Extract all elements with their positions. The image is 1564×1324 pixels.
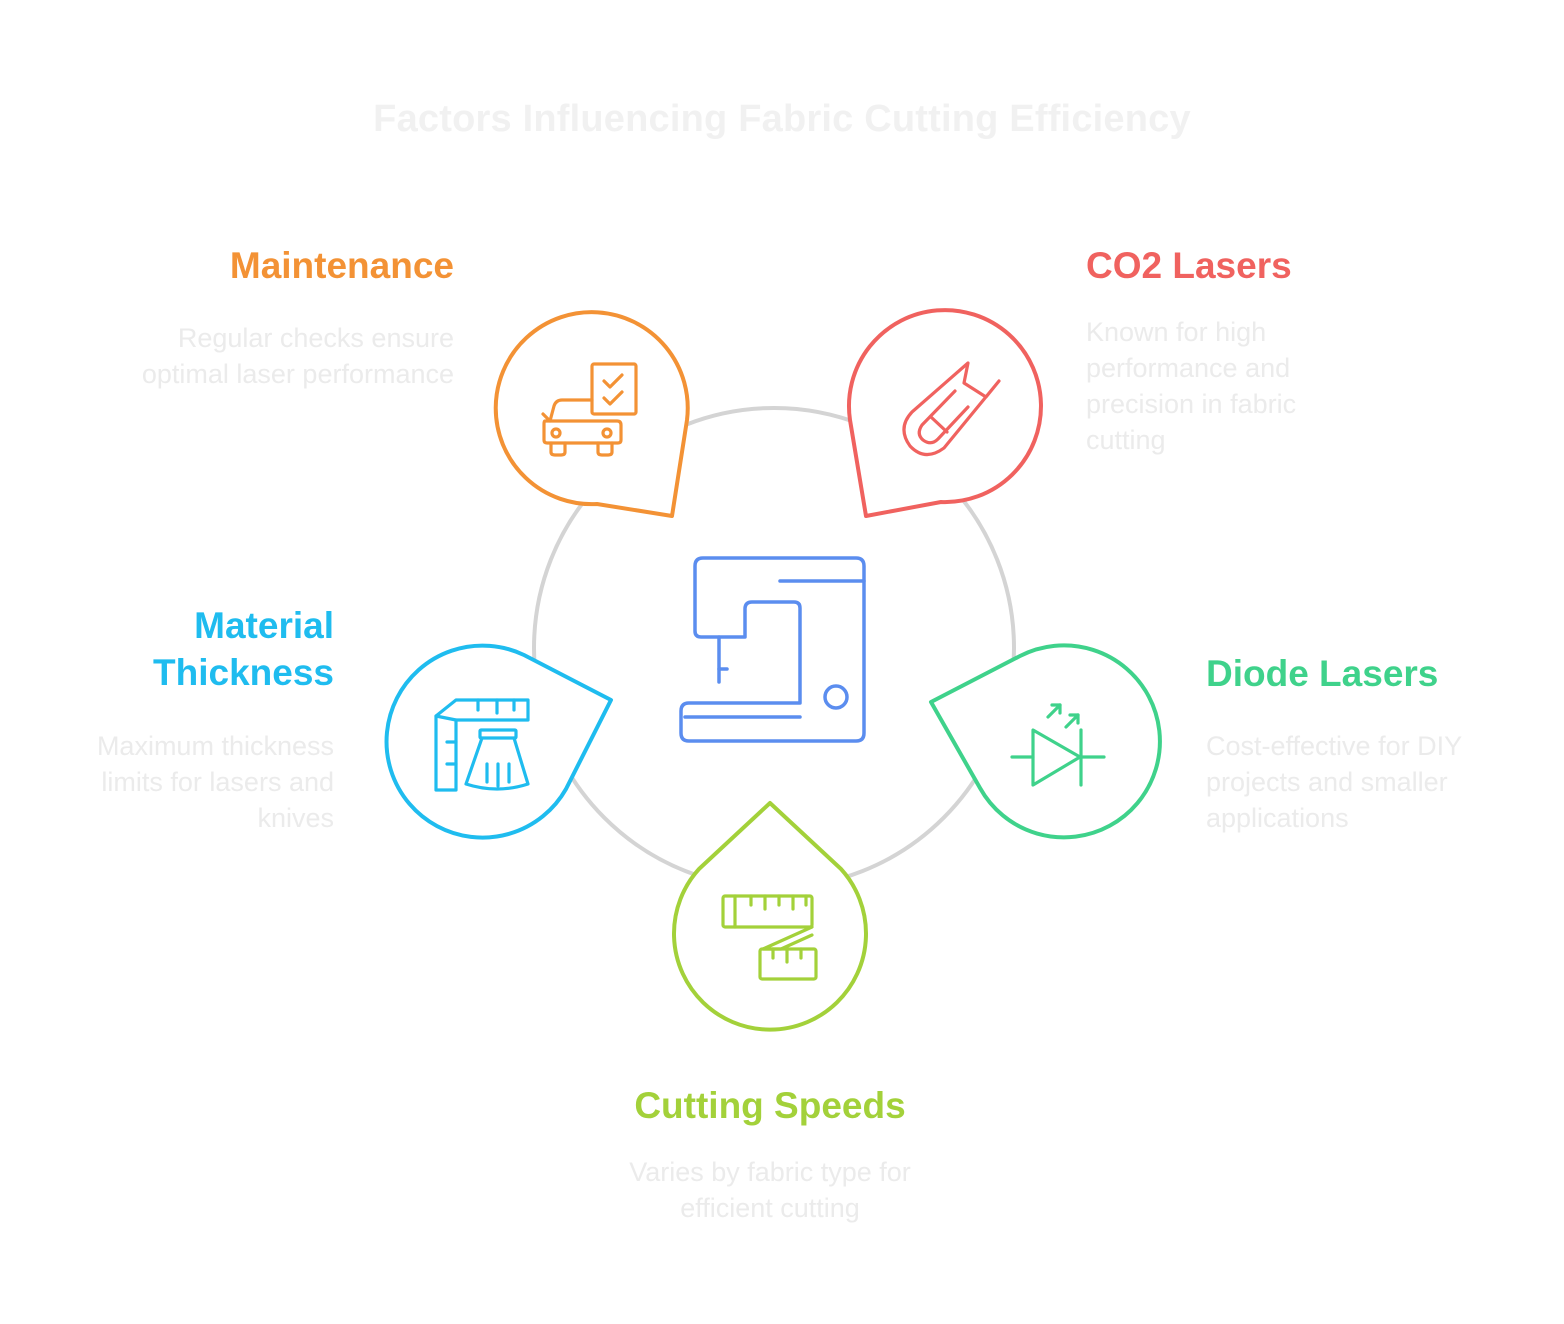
material-thickness-description: Maximum thickness limits for lasers and … xyxy=(96,731,334,833)
material-thickness-heading: Material Thickness xyxy=(153,602,334,696)
maintenance-heading: Maintenance xyxy=(229,245,454,286)
co2-lasers-pin xyxy=(847,308,1043,518)
diode-lasers-pin xyxy=(929,643,1162,840)
measuring-tape-icon xyxy=(721,894,818,981)
led-diode-icon xyxy=(1010,703,1106,787)
material-thickness-heading-line-2: Thickness xyxy=(153,652,334,693)
ruler-skirt-icon xyxy=(434,698,530,792)
vehicle-checklist-icon xyxy=(541,362,638,457)
diode-lasers-heading: Diode Lasers xyxy=(1206,653,1439,694)
sewing-machine-icon xyxy=(679,556,866,743)
diode-lasers-description: Cost-effective for DIY projects and smal… xyxy=(1206,731,1462,833)
material-thickness-heading-line-1: Material xyxy=(194,605,334,646)
cutting-speeds-description: Varies by fabric type for efficient cutt… xyxy=(629,1157,911,1223)
cutting-speeds-heading: Cutting Speeds xyxy=(634,1085,906,1126)
co2-lasers-heading: CO2 Lasers xyxy=(1086,245,1292,286)
cutting-speeds-pin xyxy=(672,801,868,1032)
thread-snips-icon xyxy=(902,361,1001,457)
maintenance-description: Regular checks ensure optimal laser perf… xyxy=(141,323,454,389)
material-thickness-pin xyxy=(384,643,613,840)
diagram-title: Factors Influencing Fabric Cutting Effic… xyxy=(373,98,1191,140)
co2-lasers-description: Known for high performance and precision… xyxy=(1086,317,1297,455)
